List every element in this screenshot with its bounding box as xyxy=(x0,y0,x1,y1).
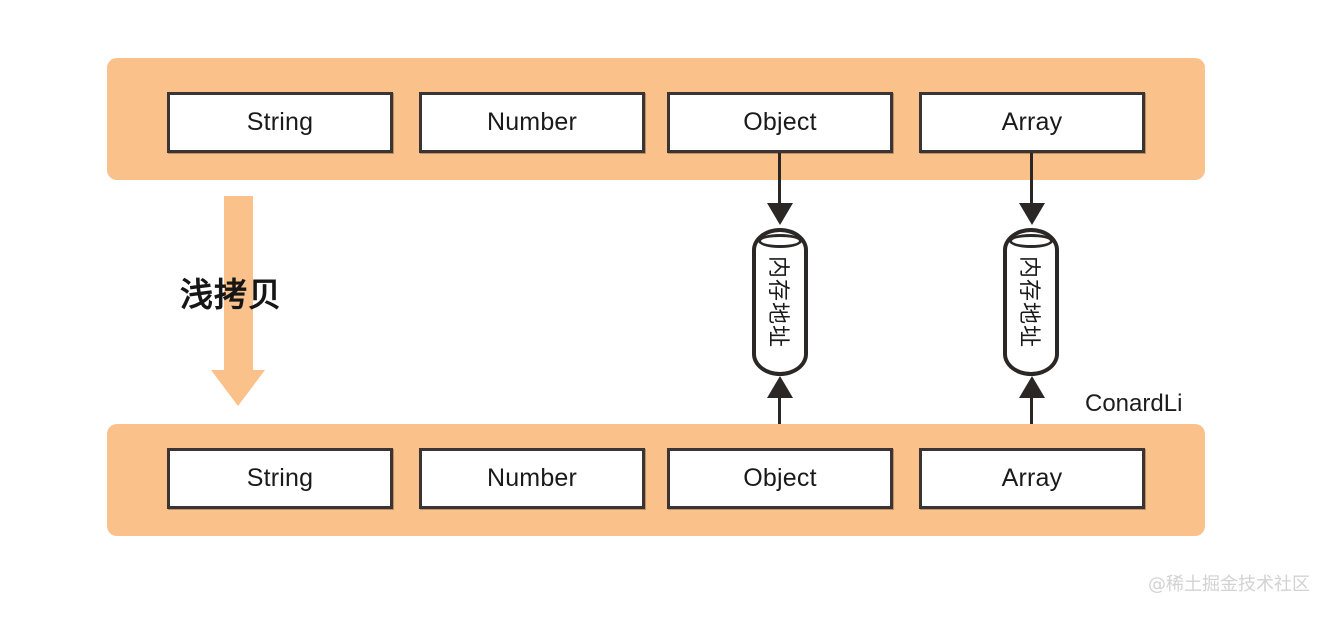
arrow-head-up-object xyxy=(767,376,793,398)
copy-type-box-string: String xyxy=(167,448,393,509)
cylinder-top-ellipse xyxy=(758,234,802,248)
type-label: Array xyxy=(1001,464,1063,492)
site-watermark: @稀土掘金技术社区 xyxy=(1148,574,1310,595)
arrow-head-down-object xyxy=(767,203,793,225)
copy-type-box-number: Number xyxy=(419,448,645,509)
original-type-box-array: Array xyxy=(919,92,1145,153)
type-label: Array xyxy=(1001,108,1063,136)
original-type-box-string: String xyxy=(167,92,393,153)
memory-address-cylinder-object: 内存地址 xyxy=(752,228,808,376)
type-label: Object xyxy=(743,108,817,136)
connector-line-object-top xyxy=(778,153,781,208)
arrow-head-down-array xyxy=(1019,203,1045,225)
arrow-head-up-array xyxy=(1019,376,1045,398)
cylinder-label-wrapper: 内存地址 xyxy=(1007,232,1055,372)
memory-address-cylinder-array: 内存地址 xyxy=(1003,228,1059,376)
type-label: String xyxy=(246,464,314,492)
author-credit: ConardLi xyxy=(1085,390,1183,417)
type-label: Number xyxy=(486,464,578,492)
connector-line-array-top xyxy=(1030,153,1033,208)
shallow-copy-arrow-head xyxy=(211,370,265,406)
original-type-box-object: Object xyxy=(667,92,893,153)
original-type-box-number: Number xyxy=(419,92,645,153)
memory-address-label: 内存地址 xyxy=(765,255,791,349)
type-label: Number xyxy=(486,108,578,136)
copy-type-box-object: Object xyxy=(667,448,893,509)
copy-type-box-array: Array xyxy=(919,448,1145,509)
memory-address-label: 内存地址 xyxy=(1016,255,1042,349)
type-label: String xyxy=(246,108,314,136)
type-label: Object xyxy=(743,464,817,492)
cylinder-top-ellipse xyxy=(1009,234,1053,248)
shallow-copy-arrow-shaft xyxy=(224,196,253,372)
cylinder-label-wrapper: 内存地址 xyxy=(756,232,804,372)
shallow-copy-label: 浅拷贝 xyxy=(180,275,282,314)
